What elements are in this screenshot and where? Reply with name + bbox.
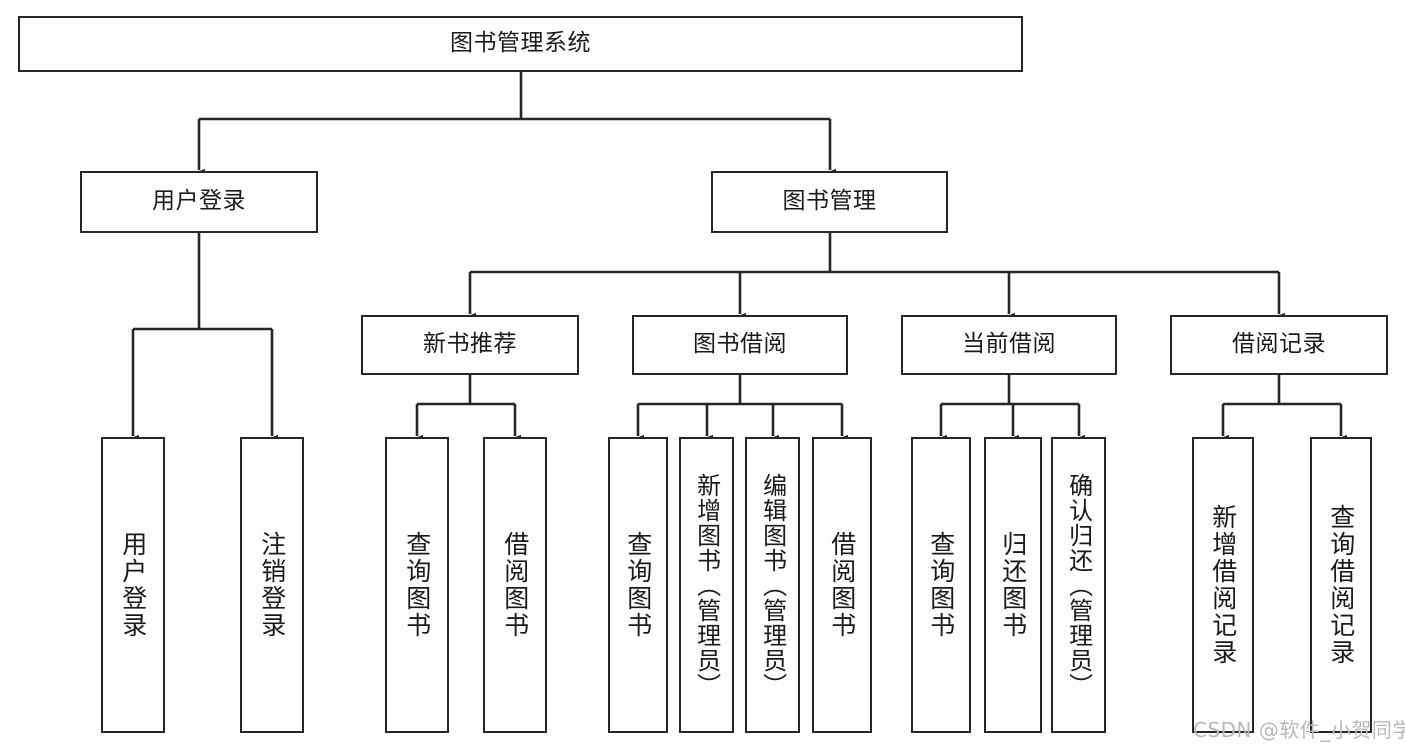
node-borrow-record[interactable]: 借阅记录 bbox=[1170, 315, 1388, 375]
node-label-leaf-query-book-1: 查询图书 bbox=[402, 531, 432, 639]
node-label-leaf-return-book: 归还图书 bbox=[998, 531, 1028, 639]
node-label-book-borrow: 图书借阅 bbox=[693, 331, 787, 358]
node-leaf-query-book-2[interactable]: 查询图书 bbox=[608, 437, 668, 733]
node-label-user-login: 用户登录 bbox=[152, 188, 246, 215]
node-label-root: 图书管理系统 bbox=[450, 30, 591, 57]
node-label-leaf-borrow-book-1: 借阅图书 bbox=[500, 531, 530, 639]
node-label-leaf-user-logout: 注销登录 bbox=[257, 531, 287, 639]
node-current-borrow[interactable]: 当前借阅 bbox=[901, 315, 1117, 375]
node-leaf-borrow-book-1[interactable]: 借阅图书 bbox=[483, 437, 547, 733]
node-label-leaf-query-book-3: 查询图书 bbox=[926, 531, 956, 639]
node-label-leaf-add-book: 新增图书（管理员） bbox=[692, 472, 721, 698]
node-leaf-edit-book[interactable]: 编辑图书（管理员） bbox=[745, 437, 800, 733]
node-new-book-rec[interactable]: 新书推荐 bbox=[361, 315, 579, 375]
node-label-book-manage: 图书管理 bbox=[782, 188, 877, 215]
node-root[interactable]: 图书管理系统 bbox=[18, 16, 1023, 72]
node-label-leaf-borrow-book-2: 借阅图书 bbox=[827, 531, 857, 639]
node-leaf-query-book-1[interactable]: 查询图书 bbox=[385, 437, 449, 733]
node-leaf-borrow-book-2[interactable]: 借阅图书 bbox=[812, 437, 872, 733]
node-label-new-book-rec: 新书推荐 bbox=[423, 331, 517, 358]
node-leaf-user-logout[interactable]: 注销登录 bbox=[240, 437, 304, 733]
node-leaf-user-login[interactable]: 用户登录 bbox=[101, 437, 165, 733]
node-label-borrow-record: 借阅记录 bbox=[1232, 331, 1326, 358]
node-label-leaf-confirm-return: 确认归还（管理员） bbox=[1064, 472, 1093, 698]
node-label-current-borrow: 当前借阅 bbox=[962, 331, 1056, 358]
node-leaf-confirm-return[interactable]: 确认归还（管理员） bbox=[1051, 437, 1106, 733]
node-label-leaf-edit-book: 编辑图书（管理员） bbox=[758, 472, 787, 698]
node-user-login[interactable]: 用户登录 bbox=[80, 171, 318, 233]
node-leaf-add-book[interactable]: 新增图书（管理员） bbox=[679, 437, 734, 733]
node-label-leaf-user-login: 用户登录 bbox=[118, 531, 148, 639]
node-book-borrow[interactable]: 图书借阅 bbox=[632, 315, 848, 375]
node-leaf-add-record[interactable]: 新增借阅记录 bbox=[1192, 437, 1254, 733]
node-book-manage[interactable]: 图书管理 bbox=[711, 171, 948, 233]
node-label-leaf-add-record: 新增借阅记录 bbox=[1208, 504, 1238, 666]
node-leaf-query-book-3[interactable]: 查询图书 bbox=[911, 437, 971, 733]
node-label-leaf-query-book-2: 查询图书 bbox=[623, 531, 653, 639]
node-leaf-query-record[interactable]: 查询借阅记录 bbox=[1310, 437, 1372, 733]
node-leaf-return-book[interactable]: 归还图书 bbox=[984, 437, 1042, 733]
node-label-leaf-query-record: 查询借阅记录 bbox=[1326, 504, 1356, 666]
watermark-text: CSDN @软件_小贺同学 bbox=[1193, 718, 1405, 742]
